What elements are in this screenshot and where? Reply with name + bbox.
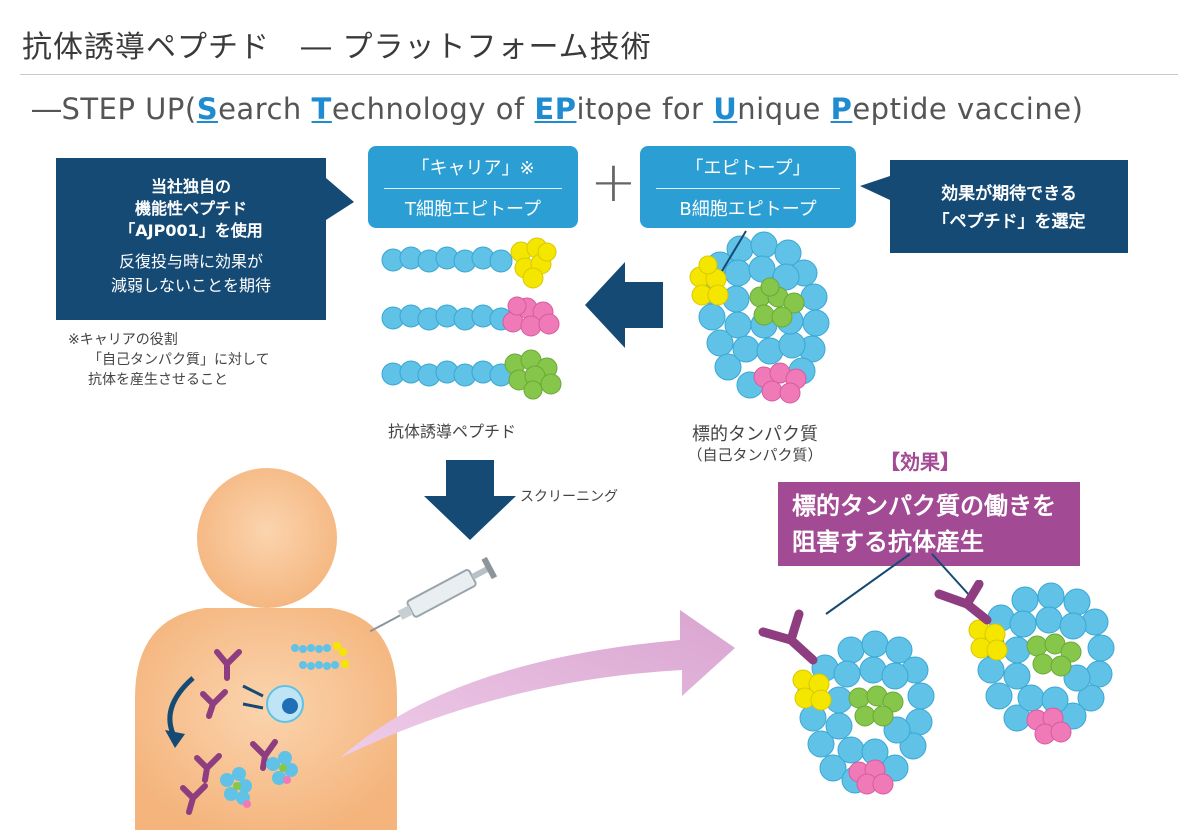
antibody-icon xyxy=(180,649,278,815)
effect-box: 標的タンパク質の働きを 阻害する抗体産生 xyxy=(778,482,1080,566)
self-protein-label: （自己タンパク質） xyxy=(687,446,823,464)
epitope-box: 「エピトープ」 B細胞エピトープ xyxy=(640,146,856,228)
carrier-note: ※キャリアの役割 「自己タンパク質」に対して 抗体を産生させること xyxy=(68,332,270,388)
blocked-protein-left xyxy=(758,609,935,795)
peptide-chains xyxy=(381,237,562,400)
plus-icon: + xyxy=(590,150,637,215)
effect-connector xyxy=(825,553,971,615)
peptide-chain-pink xyxy=(381,296,560,337)
right-callout-shape xyxy=(860,160,1128,253)
carrier-box: 「キャリア」※ T細胞エピトープ xyxy=(368,146,578,228)
antibody-icon xyxy=(758,609,818,665)
target-protein-label: 標的タンパク質 xyxy=(692,424,818,445)
peptide-chain-yellow xyxy=(381,237,557,289)
effect-heading: 【効果】 xyxy=(880,450,960,474)
left-callout-shape xyxy=(56,158,354,320)
title-divider xyxy=(20,74,1178,75)
left-arrow-icon xyxy=(585,262,663,348)
patient-figure xyxy=(135,468,397,830)
down-arrow-icon xyxy=(424,460,516,540)
target-protein xyxy=(689,230,830,404)
effect-arrow-icon xyxy=(340,610,735,758)
left-callout: 当社独自の 機能性ペプチド 「AJP001」を使用 反復投与時に効果が 減弱しな… xyxy=(110,177,271,295)
peptide-chain-green xyxy=(381,349,562,400)
syringe-icon xyxy=(369,556,498,633)
screening-label: スクリーニング xyxy=(520,489,618,505)
right-callout: 効果が期待できる 「ペプチド」を選定 xyxy=(932,184,1086,232)
antibody-icon xyxy=(934,580,992,625)
blocked-proteins xyxy=(758,580,1115,795)
blocked-protein-right xyxy=(934,580,1115,745)
page-title: 抗体誘導ペプチド ― プラットフォーム技術 xyxy=(22,30,652,65)
step-up-subtitle: ―STEP UP(Search Technology of EPitope fo… xyxy=(32,92,1084,126)
peptide-label: 抗体誘導ペプチド xyxy=(388,422,517,441)
